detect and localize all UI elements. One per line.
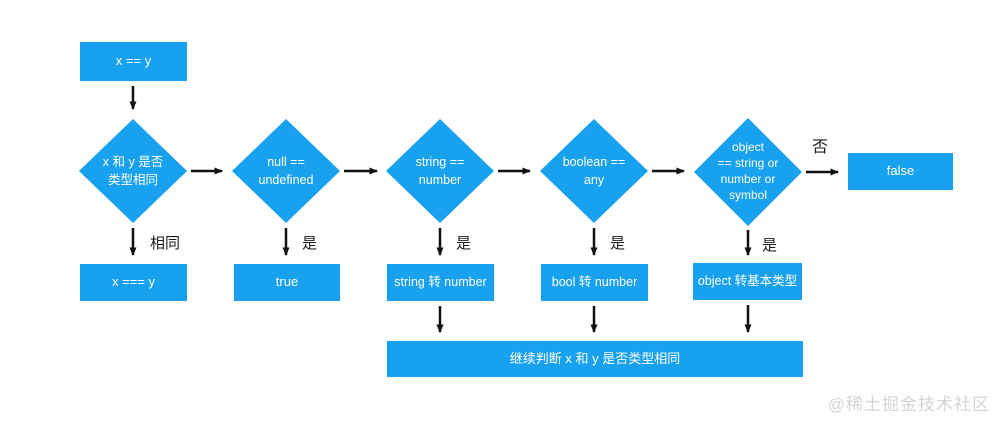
watermark-text: @稀土掘金技术社区: [827, 395, 990, 414]
node-continue-check: 继续判断 x 和 y 是否类型相同: [387, 341, 803, 377]
edge-label-yes-boolean: 是: [610, 235, 626, 252]
node-check-string-number: string == number: [386, 119, 494, 223]
edge-label-no: 否: [812, 139, 829, 156]
node-check-null-undefined: null == undefined: [232, 119, 340, 223]
edge-label-same: 相同: [150, 235, 181, 252]
node-result-string-to-number: string 转 number: [387, 264, 494, 301]
node-result-true: true: [234, 264, 340, 301]
node-start: x == y: [80, 42, 187, 81]
edge-label-yes-object: 是: [762, 237, 778, 254]
node-check-boolean-any: boolean == any: [540, 119, 648, 223]
edge-label-yes-string: 是: [456, 235, 472, 252]
node-result-false: false: [848, 153, 953, 190]
edge-label-yes-null: 是: [302, 235, 318, 252]
node-result-bool-to-number: bool 转 number: [541, 264, 648, 301]
node-result-strict-equal: x === y: [80, 264, 187, 301]
node-check-type-same: x 和 y 是否 类型相同: [79, 119, 187, 223]
node-check-object-primitive: object == string or number or symbol: [694, 118, 802, 226]
node-result-object-to-primitive: object 转基本类型: [693, 263, 802, 300]
